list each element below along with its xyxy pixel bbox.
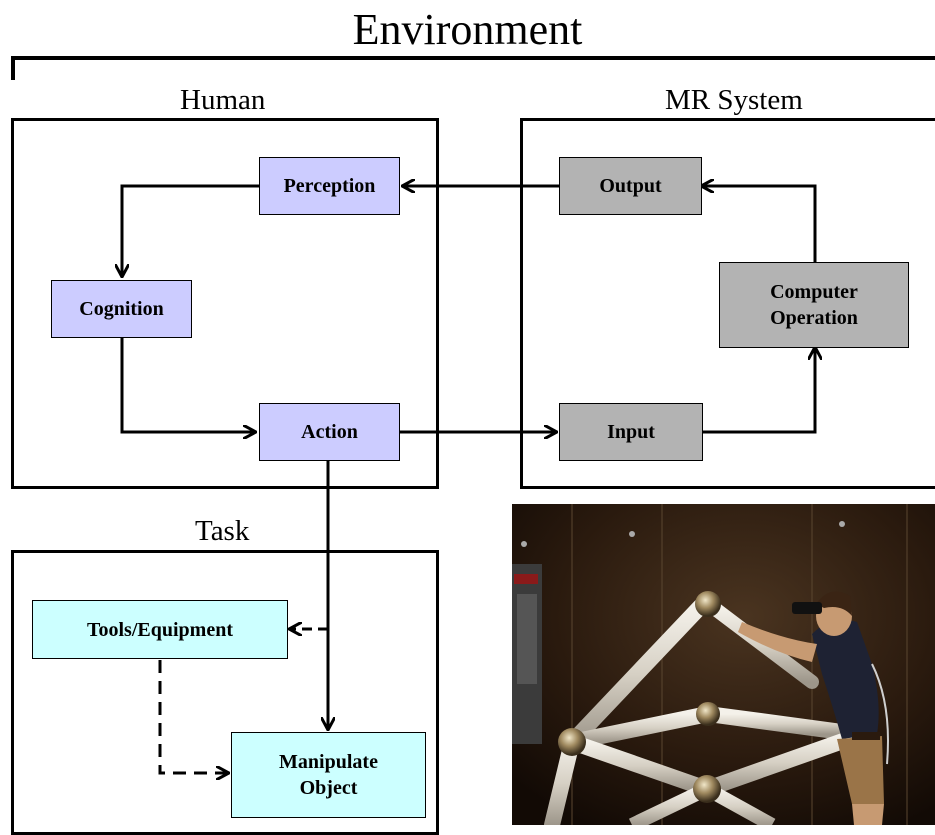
environment-title: Environment [352,5,583,54]
photo-illustration [512,504,935,825]
input-node: Input [559,403,703,461]
perception-node: Perception [259,157,400,215]
arrow-input-to-computer-operation [703,348,815,434]
action-node: Action [259,403,400,461]
user-assembly-photo [512,504,935,825]
computer-operation-label-line1: Computer [770,281,858,303]
computer-operation-node: Computer Operation [719,262,909,348]
mr-system-title: MR System [665,84,803,116]
environment-bracket [11,56,935,80]
tools-equipment-node: Tools/Equipment [32,600,288,659]
computer-operation-label-line2: Operation [770,307,858,329]
cognition-node: Cognition [51,280,192,338]
mr-system-frame [520,118,935,489]
arrow-cognition-to-action [120,338,255,432]
output-node: Output [559,157,702,215]
human-frame [11,118,439,489]
manipulate-object-label-line2: Object [299,777,358,799]
human-title: Human [180,84,266,116]
task-title: Task [195,515,250,547]
arrow-dashed-tools-to-manipulate [158,660,228,773]
arrow-perception-to-cognition [122,184,259,276]
manipulate-object-label-line1: Manipulate [279,751,378,773]
manipulate-object-node: Manipulate Object [231,732,426,818]
arrow-computer-operation-to-output [702,186,817,262]
